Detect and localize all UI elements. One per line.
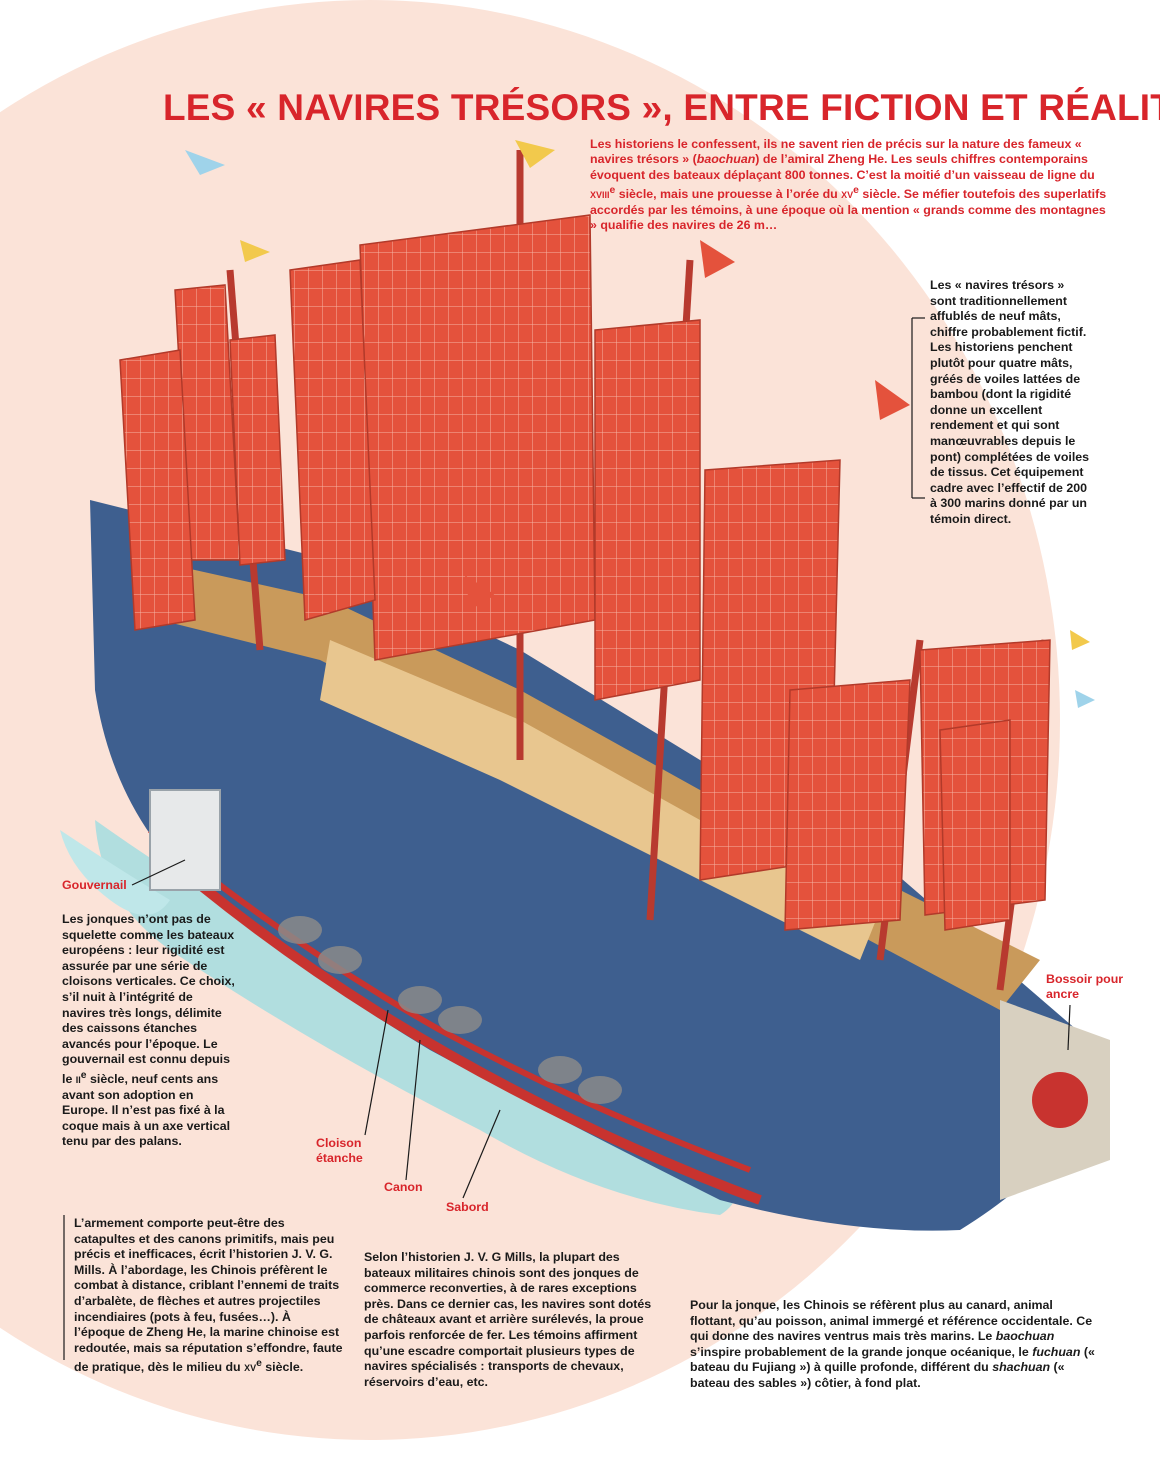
intro-text: Les historiens le confessent, ils ne sav… [590, 137, 1107, 233]
water-left [60, 830, 170, 915]
label-bulkhead: Cloison étanche [316, 1136, 363, 1166]
page-title: LES « NAVIRES TRÉSORS », ENTRE FICTION E… [163, 87, 1160, 128]
junk-text: Pour la jonque, les Chinois se réfèrent … [690, 1298, 1095, 1390]
label-port: Sabord [446, 1200, 489, 1214]
sails [119, 214, 1051, 931]
label-rudder: Gouvernail [62, 878, 127, 892]
leader-lines [63, 317, 1071, 1360]
masts-text: Les « navires trésors » sont traditionne… [930, 278, 1090, 526]
label-davit: Bossoir pour ancre [1046, 972, 1124, 1002]
armament-text: L’armement comporte peut-être des catapu… [74, 1216, 343, 1375]
rudder [149, 789, 221, 891]
military-text: Selon l’historien J. V. G Mills, la plup… [364, 1250, 652, 1389]
flags [185, 140, 1095, 708]
structure-text: Les jonques n’ont pas de squelette comme… [62, 912, 235, 1149]
label-cannon: Canon [384, 1180, 423, 1194]
